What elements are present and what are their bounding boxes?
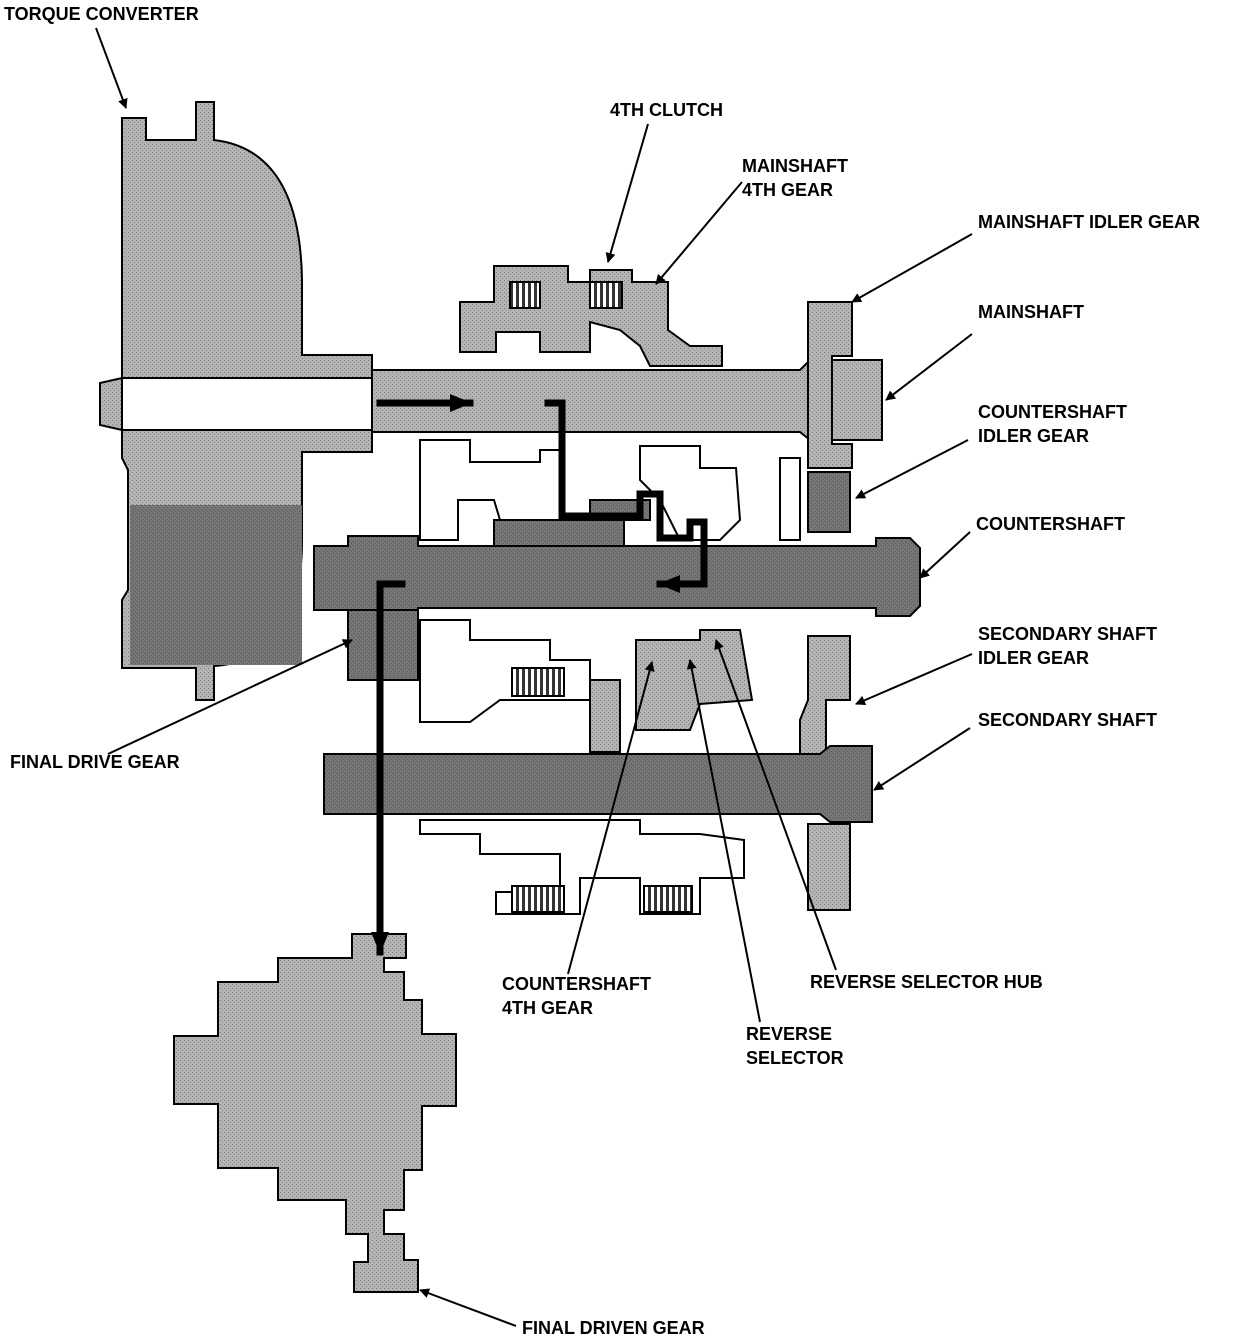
- label-countershaft-4th-gear: COUNTERSHAFT 4TH GEAR: [502, 974, 651, 1018]
- label-reverse-selector: REVERSE SELECTOR: [746, 1024, 844, 1068]
- leader-secondary-shaft: [873, 727, 971, 791]
- leader-torque-converter: [95, 27, 128, 109]
- power-flow-path: [371, 394, 708, 956]
- leader-final-drive-gear: [107, 639, 353, 755]
- label-4th-clutch: 4TH CLUTCH: [610, 100, 723, 120]
- label-reverse-selector-hub: REVERSE SELECTOR HUB: [810, 972, 1043, 992]
- label-countershaft: COUNTERSHAFT: [976, 514, 1125, 534]
- leader-reverse-selector-hub: [714, 639, 837, 971]
- torque-converter-part: [99, 101, 373, 701]
- final-driven-gear-part: [173, 933, 457, 1293]
- leader-mainshaft-idler-gear: [851, 233, 973, 303]
- label-countershaft-idler-gear: COUNTERSHAFT IDLER GEAR: [978, 402, 1127, 446]
- leader-mainshaft-4th-gear: [655, 181, 743, 285]
- leader-countershaft-4th-gear: [567, 661, 655, 975]
- leader-lines: [95, 27, 973, 1327]
- label-secondary-shaft: SECONDARY SHAFT: [978, 710, 1158, 730]
- mainshaft-part: [371, 301, 883, 469]
- label-final-driven-gear: FINAL DRIVEN GEAR: [522, 1318, 705, 1338]
- label-torque-converter: TORQUE CONVERTER: [4, 4, 199, 24]
- leader-countershaft: [919, 531, 971, 579]
- label-mainshaft-4th-gear: MAINSHAFT 4TH GEAR: [742, 156, 848, 200]
- leader-secondary-shaft-idler-gear: [855, 653, 973, 706]
- leader-4th-clutch: [605, 123, 649, 263]
- secondary-shaft-part: [323, 619, 873, 915]
- label-secondary-shaft-idler-gear: SECONDARY SHAFT IDLER GEAR: [978, 624, 1158, 668]
- label-mainshaft-idler-gear: MAINSHAFT IDLER GEAR: [978, 212, 1200, 232]
- leader-countershaft-idler-gear: [855, 439, 969, 499]
- label-final-drive-gear: FINAL DRIVE GEAR: [10, 752, 180, 772]
- leader-final-driven-gear: [419, 1288, 517, 1327]
- label-mainshaft: MAINSHAFT: [978, 302, 1084, 322]
- leader-reverse-selector: [686, 659, 761, 1023]
- leader-mainshaft: [885, 333, 973, 401]
